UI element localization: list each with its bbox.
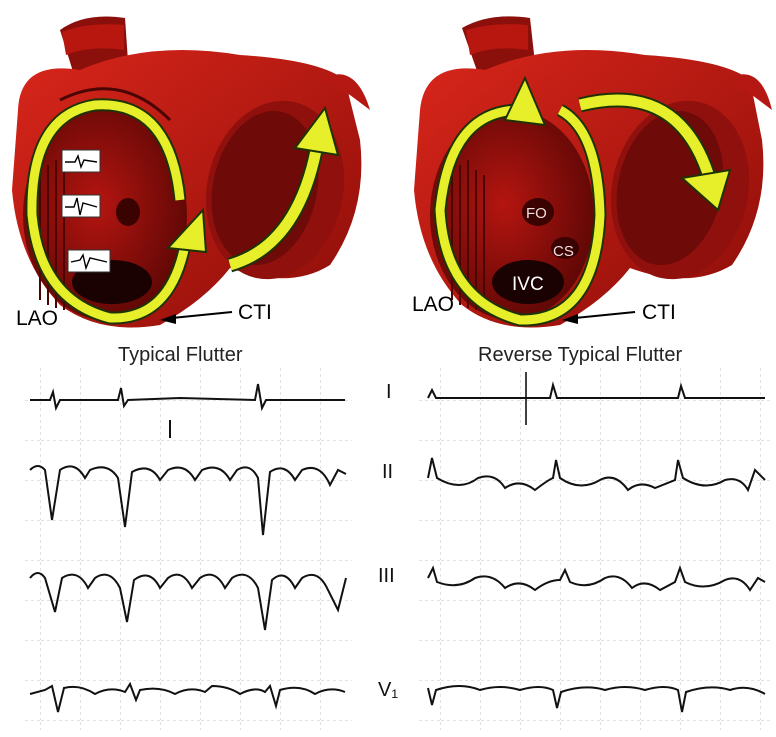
right-panel-caption: Reverse Typical Flutter	[478, 345, 682, 365]
left-lao-label: LAO	[16, 308, 58, 329]
ivc-label: IVC	[512, 274, 544, 295]
lead-label-v1: V₁	[378, 680, 398, 700]
ecg-left-panel	[22, 365, 352, 730]
left-panel-caption: Typical Flutter	[118, 345, 242, 365]
right-lao-label: LAO	[412, 294, 454, 315]
fo-label: FO	[526, 205, 547, 222]
left-heart-illustration	[12, 17, 370, 328]
cs-label: CS	[553, 243, 574, 260]
lead-label-iii: III	[378, 566, 395, 586]
right-cti-label: CTI	[642, 302, 676, 323]
ecg-right-panel	[418, 365, 773, 730]
left-cti-label: CTI	[238, 302, 272, 323]
lead-label-i: I	[386, 382, 392, 402]
lead-label-ii: II	[382, 462, 393, 482]
right-heart-illustration	[414, 16, 772, 327]
